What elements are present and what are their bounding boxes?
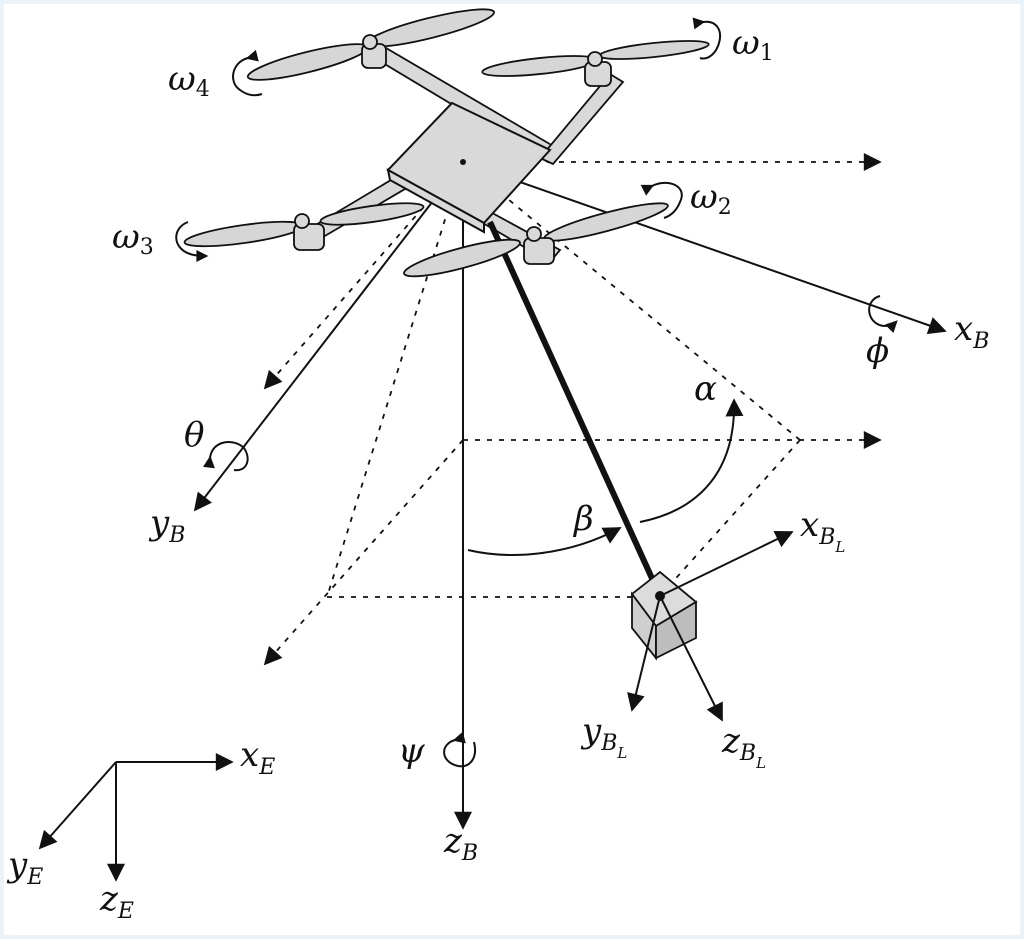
theta-label: θ — [184, 415, 204, 455]
quadrotor-slung-load-diagram: ω1 ω2 ω3 ω4 xB yB zB ϕ θ ψ α β xBL yBL z… — [4, 4, 1020, 935]
quadrotor-body-side — [386, 168, 485, 234]
omega2-rotation-icon — [640, 181, 683, 219]
dashed-y-reference-bottom — [263, 439, 464, 666]
theta-rotation-icon — [202, 441, 249, 472]
diagram-canvas: ω1 ω2 ω3 ω4 xB yB zB ϕ θ ψ α β xBL yBL z… — [6, 8, 989, 924]
yBL-label: yBL — [580, 711, 627, 762]
omega3-rotation-icon — [175, 221, 209, 262]
arm-rear-right — [538, 72, 625, 166]
omega1-rotation-icon — [692, 17, 722, 60]
psi-rotation-icon — [443, 731, 476, 768]
beta-label: β — [572, 499, 594, 539]
propeller-2 — [403, 202, 669, 278]
omega4-rotation-icon — [232, 49, 263, 97]
psi-label: ψ — [398, 731, 425, 771]
xB-axis — [462, 161, 947, 335]
zBL-label: zBL — [721, 721, 766, 772]
yE-label: yE — [6, 845, 43, 890]
xE-label: xE — [240, 735, 275, 780]
phi-label: ϕ — [866, 331, 889, 371]
yE-axis — [38, 761, 117, 850]
phi-rotation-icon — [868, 295, 898, 334]
yB-label: yB — [148, 503, 185, 548]
propeller-3 — [183, 202, 425, 251]
omega2-label: ω2 — [690, 177, 732, 220]
xBL-label: xBL — [800, 505, 845, 556]
propeller-4 — [246, 8, 495, 81]
zE-label: zE — [99, 879, 134, 924]
quadrotor-frame — [302, 47, 625, 264]
zBL-axis — [659, 595, 723, 722]
body-center-point — [460, 159, 466, 165]
zB-label: zB — [443, 821, 478, 866]
propeller-1 — [481, 40, 710, 87]
dashed-alpha-to-load — [659, 439, 801, 597]
beta-angle-arc — [467, 527, 622, 556]
omega1-label: ω1 — [732, 23, 774, 66]
xBL-axis — [659, 530, 794, 597]
yBL-axis — [627, 595, 661, 712]
alpha-label: α — [694, 369, 717, 409]
payload-box — [630, 570, 698, 661]
tether-cable — [487, 220, 663, 598]
dashed-to-alpha-point — [462, 161, 801, 441]
dashed-to-beta-point — [326, 161, 464, 598]
alpha-angle-arc — [639, 398, 744, 523]
omega3-label: ω3 — [112, 217, 154, 260]
omega4-label: ω4 — [168, 59, 210, 102]
yB-axis — [193, 161, 464, 512]
xB-label: xB — [954, 309, 989, 354]
